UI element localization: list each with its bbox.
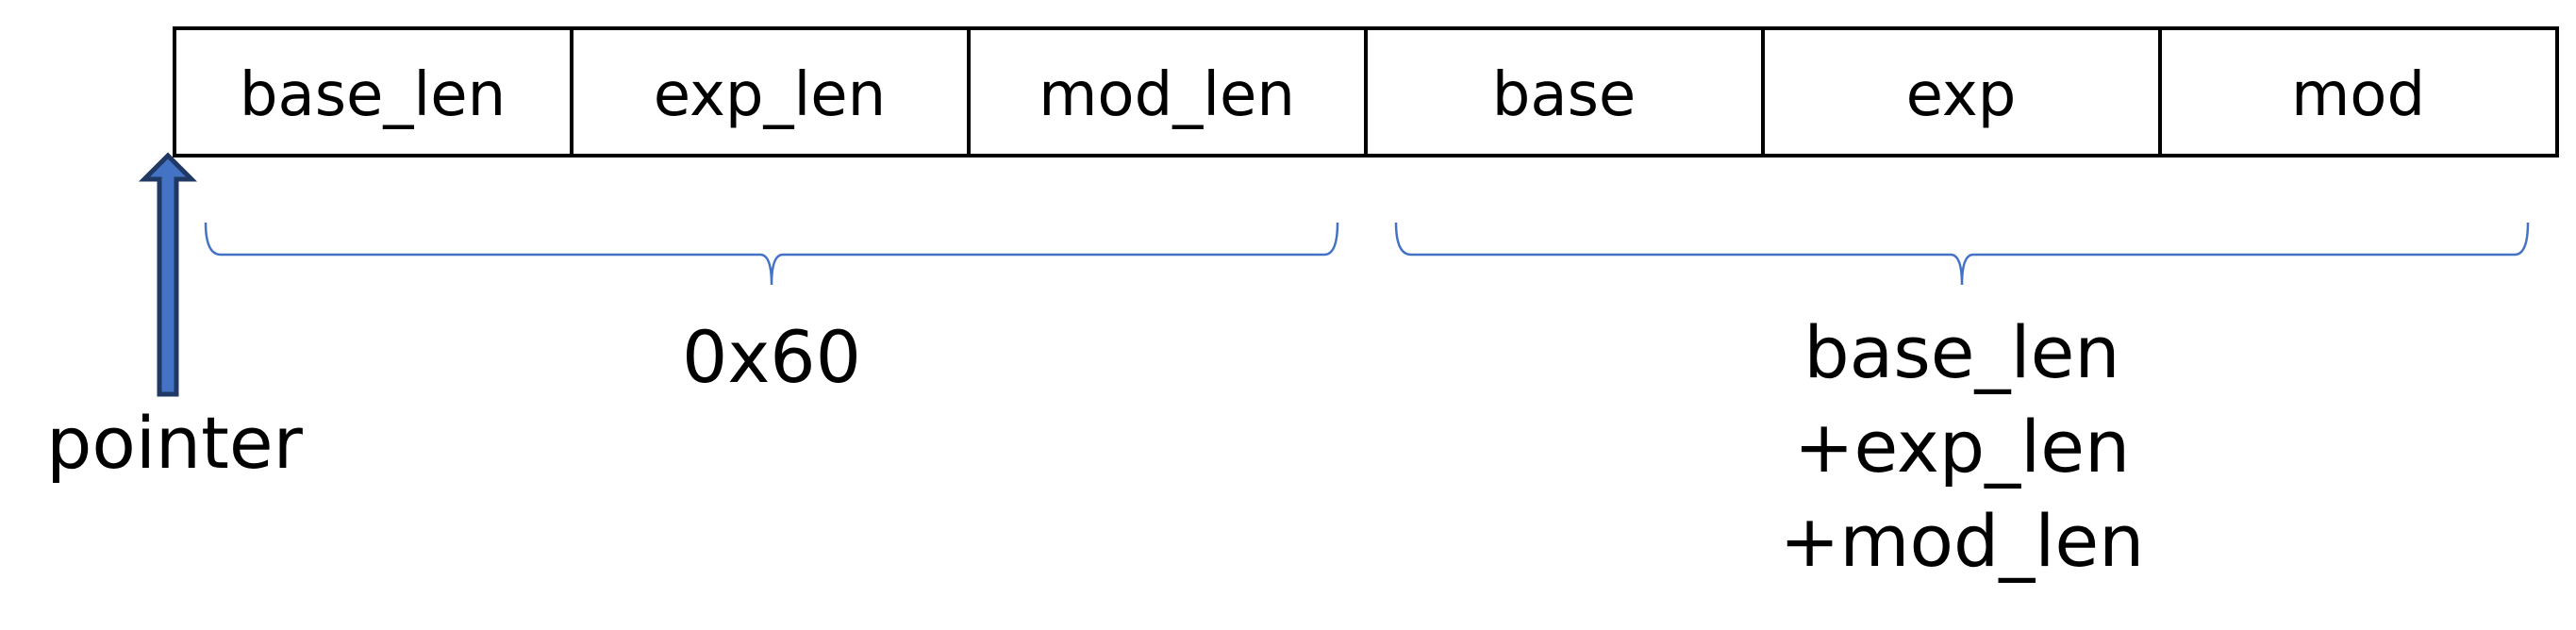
field-label-mod-len: mod_len (1039, 60, 1295, 130)
field-label-base: base (1492, 60, 1637, 130)
pointer-label: pointer (46, 401, 304, 485)
field-cell-base-len (173, 26, 573, 158)
data-span-label-line2: +exp_len (1794, 405, 2130, 489)
field-cell-mod (2158, 26, 2559, 158)
field-label-exp-len: exp_len (654, 60, 886, 130)
header-span: 0x60 (204, 222, 1339, 399)
field-cell-exp-len (570, 26, 971, 158)
field-cell-exp (1761, 26, 2162, 158)
data-span-label-line1: base_len (1803, 310, 2119, 394)
header-span-brace (204, 222, 1339, 286)
field-cell-mod-len (967, 26, 1368, 158)
pointer-arrow-group: pointer (46, 152, 304, 485)
data-span: base_len +exp_len +mod_len (1394, 222, 2530, 583)
data-span-label-line3: +mod_len (1780, 499, 2145, 583)
field-label-exp: exp (1906, 60, 2017, 130)
field-label-base-len: base_len (240, 60, 506, 130)
data-span-brace (1394, 222, 2530, 286)
header-span-label: 0x60 (682, 315, 861, 399)
memory-row: base_len exp_len mod_len base exp mod (173, 26, 2559, 158)
pointer-arrow-icon (138, 152, 198, 397)
field-label-mod: mod (2291, 60, 2425, 130)
